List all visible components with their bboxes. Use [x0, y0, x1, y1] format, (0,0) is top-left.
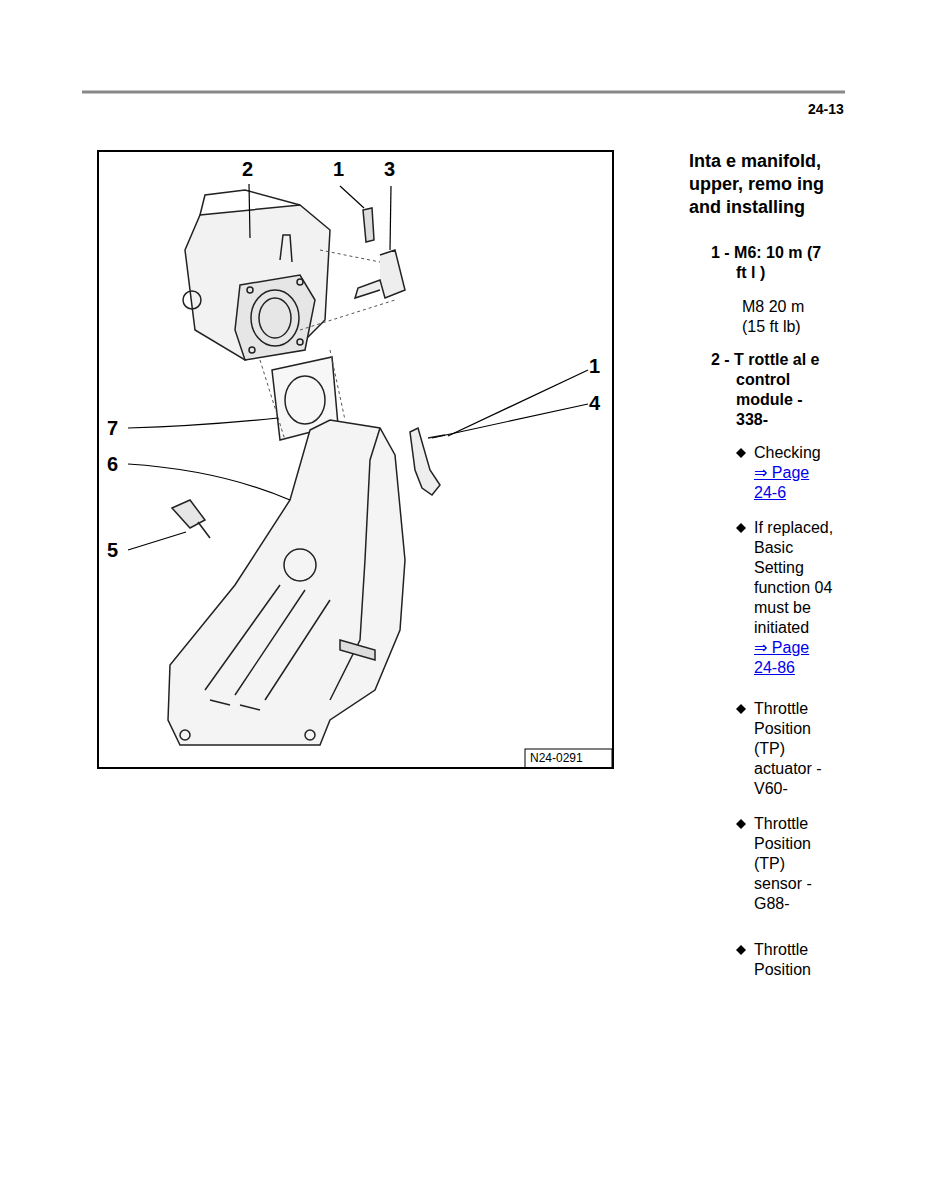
spacer — [689, 503, 849, 518]
text-column: Inta e manifold, upper, remo ing and ins… — [689, 150, 849, 980]
torque-note: M8 20 m (15 ft lb) — [742, 297, 827, 337]
bullet-diamond — [736, 819, 746, 829]
spacer — [689, 678, 849, 699]
callout-number: 1 — [589, 355, 600, 377]
figure-id: N24-0291 — [530, 751, 583, 766]
spacer — [689, 799, 849, 814]
spacer — [689, 283, 849, 297]
callout-number: 2 — [242, 158, 253, 180]
section-title: Inta e manifold, upper, remo ing and ins… — [689, 150, 829, 219]
throttle-body — [183, 190, 330, 360]
bullet-item: If replaced, Basic Setting function 04 m… — [736, 518, 849, 678]
header-rule — [82, 91, 845, 94]
figure-frame — [98, 151, 613, 768]
bullet-diamond — [736, 448, 746, 458]
bullet-text: Throttle Position — [754, 940, 836, 980]
callout-number: 1 — [333, 158, 344, 180]
bullet-label: If replaced, Basic Setting function 04 m… — [754, 518, 836, 638]
bullet-text: Throttle Position (TP) actuator - V60- — [754, 699, 836, 799]
figure-id-box — [525, 749, 612, 768]
bracket-3 — [355, 208, 405, 298]
bullet-item: Throttle Position — [736, 940, 849, 980]
bracket-4 — [410, 428, 445, 495]
callout-number: 5 — [107, 539, 118, 561]
temp-sensor — [172, 500, 210, 538]
spacer — [689, 219, 849, 243]
callout-number: 3 — [384, 158, 395, 180]
bullet-diamond — [736, 945, 746, 955]
bullet-item: Throttle Position (TP) actuator - V60- — [736, 699, 849, 799]
spacer — [689, 337, 849, 350]
bullet-diamond — [736, 704, 746, 714]
page-link: ⇒ Page 24-86 — [754, 638, 836, 678]
callout-number: 6 — [107, 453, 118, 475]
bullet-item: Checking⇒ Page 24-6 — [736, 443, 849, 503]
bullet-label: Throttle Position (TP) sensor - G88- — [754, 814, 836, 914]
intake-manifold — [168, 420, 405, 745]
spacer — [689, 430, 849, 443]
bullet-label: Throttle Position — [754, 940, 836, 980]
bullet-text: Checking⇒ Page 24-6 — [754, 443, 836, 503]
bullet-text: Throttle Position (TP) sensor - G88- — [754, 814, 836, 914]
callout-number: 4 — [589, 392, 600, 414]
bullet-diamond — [736, 523, 746, 533]
callout-number: 7 — [107, 417, 118, 439]
page-number: 24-13 — [808, 101, 844, 117]
bullet-text: If replaced, Basic Setting function 04 m… — [754, 518, 836, 678]
spacer — [689, 914, 849, 940]
bullet-label: Checking — [754, 443, 836, 463]
part-entry: 2 - T rottle al e control module - 338- — [711, 350, 836, 430]
page-link: ⇒ Page 24-6 — [754, 463, 836, 503]
bullet-item: Throttle Position (TP) sensor - G88- — [736, 814, 849, 914]
bullet-label: Throttle Position (TP) actuator - V60- — [754, 699, 836, 799]
torque-spec: 1 - M6: 10 m (7 ft l ) — [711, 243, 836, 283]
leader-lines — [128, 184, 588, 550]
